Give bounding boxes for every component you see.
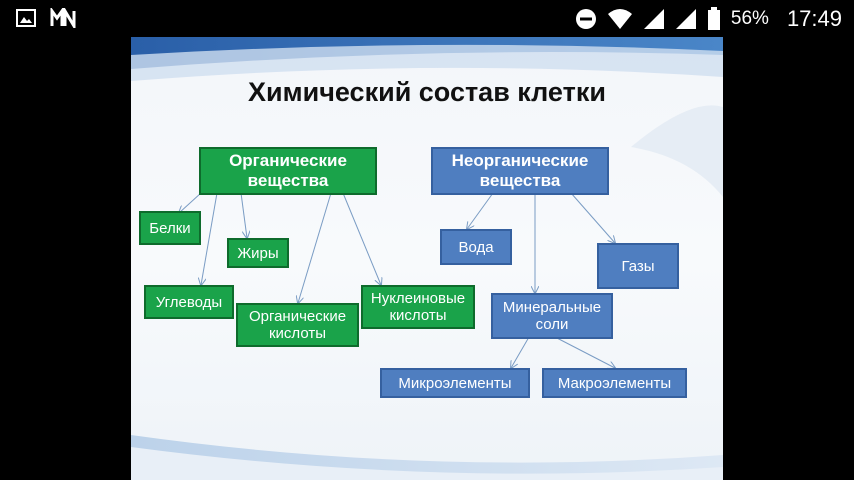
inorganic-substances-box: Неорганические вещества: [431, 147, 609, 195]
signal-icon: [643, 8, 665, 30]
diagram-arrows: [131, 192, 723, 480]
arrow-to-gases: [570, 192, 615, 243]
proteins-box: Белки: [139, 211, 201, 245]
signal-icon: [675, 8, 697, 30]
battery-icon: [707, 7, 721, 31]
image-icon: [16, 8, 36, 28]
water-box: Вода: [440, 229, 512, 265]
arrow-to-water: [467, 192, 494, 229]
arrow-to-proteins: [179, 192, 202, 213]
arrow-to-microelements: [511, 336, 530, 368]
organic-acids-box: Органические кислоты: [236, 303, 359, 347]
do-not-disturb-icon: [575, 8, 597, 30]
slide-background-decoration: [131, 37, 723, 480]
presentation-slide: Химический состав клетки Органические ве…: [131, 37, 723, 480]
arrow-to-organic-acids: [298, 192, 332, 303]
macroelements-box: Макроэлементы: [542, 368, 687, 398]
arrow-to-carbohydrates: [201, 192, 218, 285]
arrow-to-macroelements: [554, 336, 615, 368]
slide-title: Химический состав клетки: [248, 77, 606, 107]
wifi-icon: [607, 8, 633, 30]
fats-box: Жиры: [227, 238, 289, 268]
mineral-salts-box: Минеральные соли: [491, 293, 613, 339]
status-bar: 56% 17:49: [0, 0, 854, 38]
microelements-box: Микроэлементы: [380, 368, 530, 398]
app-logo-icon: [50, 8, 76, 28]
arrow-to-nucleic-acids: [342, 192, 381, 285]
battery-percent: 56%: [730, 8, 769, 29]
clock: 17:49: [786, 6, 842, 31]
arrow-to-fats: [240, 192, 247, 238]
organic-substances-box: Органические вещества: [199, 147, 377, 195]
nucleic-acids-box: Нуклеиновые кислоты: [361, 285, 475, 329]
carbohydrates-box: Углеводы: [144, 285, 234, 319]
gases-box: Газы: [597, 243, 679, 289]
